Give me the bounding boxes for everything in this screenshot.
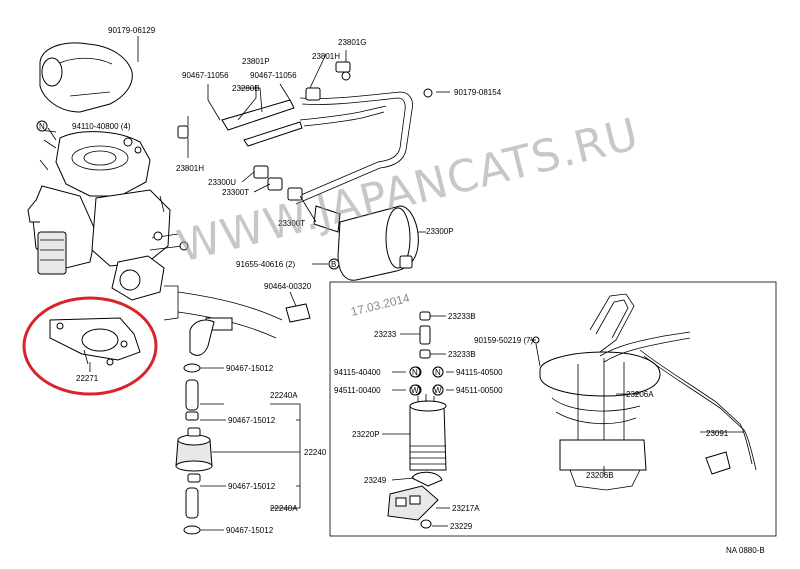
marker-n-3 — [432, 366, 444, 378]
label-90179-08154: 90179-08154 — [454, 88, 502, 97]
label-90179-06129: 90179-06129 — [108, 26, 156, 35]
label-90159-50219: 90159-50219 (7) — [474, 336, 533, 345]
label-23280b: 23280B — [232, 84, 260, 93]
marker-n-1-text: N — [39, 122, 45, 131]
gasket-22271[interactable] — [49, 317, 141, 366]
filler-neck — [163, 285, 311, 356]
fuel-line-upper — [293, 61, 433, 205]
label-94511-00400: 94511-00400 — [334, 386, 381, 395]
label-90467-15012-d: 90467-15012 — [226, 526, 274, 535]
label-23300t-a: 23300T — [222, 188, 249, 197]
label-23220p: 23220P — [352, 430, 380, 439]
label-23233: 23233 — [374, 330, 397, 339]
marker-w-2 — [432, 384, 444, 396]
carburetor-body — [27, 127, 189, 301]
marker-w-1 — [409, 384, 421, 396]
fuel-filter-upper — [313, 205, 419, 281]
label-91655-40616: 91655-40616 (2) — [236, 260, 295, 269]
marker-b-1-text: B — [331, 260, 336, 269]
highlight-circle — [22, 296, 158, 396]
label-23801p: 23801P — [242, 57, 270, 66]
label-23801g: 23801G — [338, 38, 366, 47]
fuel-filter-lower — [175, 363, 213, 535]
air-horn-cover — [39, 42, 133, 113]
date-stamp: 17.03.2014 — [349, 291, 411, 319]
label-23206a: 23206A — [626, 390, 654, 399]
fuel-hoses — [177, 87, 321, 201]
marker-n-2-text: N — [412, 368, 418, 377]
label-94511-00500: 94511-00500 — [456, 386, 503, 395]
label-90467-11056-a: 90467-11056 — [182, 71, 229, 80]
label-90464-00320: 90464-00320 — [264, 282, 312, 291]
label-23233b-a: 23233B — [448, 312, 476, 321]
label-90467-11056-b: 90467-11056 — [250, 71, 297, 80]
marker-n-3-text: N — [435, 368, 441, 377]
label-94115-40500: 94115-40500 — [456, 368, 503, 377]
label-23300u: 23300U — [208, 178, 236, 187]
label-23300t-b: 23300T — [278, 219, 305, 228]
fuel-pump-parts — [387, 311, 447, 529]
leader-lines — [39, 36, 744, 531]
marker-n-1 — [36, 120, 48, 132]
label-23233b-b: 23233B — [448, 350, 476, 359]
label-23217a: 23217A — [452, 504, 480, 513]
part-labels: 90179-06129 23801P 23801G 90467-11056 90… — [36, 26, 765, 555]
label-23300p: 23300P — [426, 227, 454, 236]
label-22240a-b: 22240A — [270, 504, 298, 513]
label-90467-15012-b: 90467-15012 — [228, 416, 276, 425]
label-23091: 23091 — [706, 429, 729, 438]
footer-code: NA 0880-B — [726, 546, 765, 555]
label-23229: 23229 — [450, 522, 473, 531]
marker-n-2 — [409, 366, 421, 378]
marker-w-2-text: W — [434, 386, 442, 395]
label-22240: 22240 — [304, 448, 327, 457]
label-23249: 23249 — [364, 476, 387, 485]
label-23801h-left: 23801H — [176, 164, 204, 173]
label-22240a-a: 22240A — [270, 391, 298, 400]
marker-b-1 — [328, 258, 340, 270]
fuel-pump-frame — [329, 281, 777, 537]
label-23206b: 23206B — [586, 471, 614, 480]
label-90467-15012-a: 90467-15012 — [226, 364, 274, 373]
label-23801h-top: 23801H — [312, 52, 340, 61]
marker-w-1-text: W — [411, 386, 419, 395]
label-90467-15012-c: 90467-15012 — [228, 482, 276, 491]
label-22271: 22271 — [76, 374, 99, 383]
fuel-sender-assembly — [532, 293, 757, 491]
label-94115-40400: 94115-40400 — [334, 368, 381, 377]
label-94110-40800: 94110-40800 (4) — [72, 122, 131, 131]
